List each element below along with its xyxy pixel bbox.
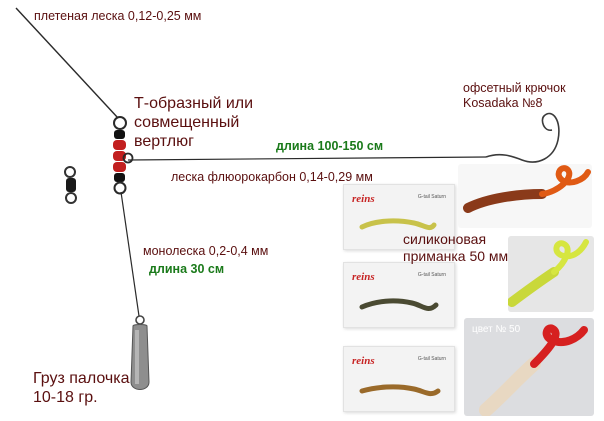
brand-label: reins (352, 355, 375, 367)
drop-line (120, 191, 140, 317)
color-number-label: цвет № 50 (472, 324, 521, 335)
hook (485, 112, 560, 163)
orange-grub-lure (463, 165, 591, 213)
lure-photo-chartreuse (508, 236, 594, 312)
lure-label-line-1: силиконовая (403, 231, 487, 247)
drop-length-label: длина 30 см (149, 262, 225, 276)
product-name: G-tail Saturn (417, 356, 446, 362)
main-line-label: плетеная леска 0,12-0,25 мм (34, 9, 202, 23)
product-name: G-tail Saturn (417, 272, 446, 278)
swivel-label-line-3: вертлюг (134, 133, 194, 150)
mono-line-label: монолеска 0,2-0,4 мм (143, 244, 269, 258)
sinker-label-line-1: Груз палочка (33, 370, 130, 387)
product-name: G-tail Saturn (417, 194, 446, 200)
hook-label-line-2: Kosadaka №8 (463, 96, 543, 110)
main-line (15, 7, 119, 119)
red-grub-lure (479, 324, 588, 416)
leader-line-label: леска флюорокарбон 0,14-0,29 мм (171, 170, 373, 184)
worm-lure-dark (359, 298, 439, 311)
lure-photo-orange (458, 164, 592, 228)
chartreuse-grub-lure (508, 239, 589, 307)
swivel-label-line-2: совмещенный (134, 114, 240, 131)
swivel-label-line-1: Т-образный или (134, 95, 254, 112)
sinker-label-line-2: 10-18 гр. (33, 389, 98, 406)
leader-line (127, 156, 487, 161)
brand-label: reins (352, 193, 375, 205)
worm-lure-yellow (359, 218, 437, 231)
brand-label: reins (352, 271, 375, 283)
swivel-assembly (113, 116, 134, 195)
lure-label-line-2: приманка 50 мм (403, 248, 509, 264)
worm-lure-brown (359, 384, 441, 397)
lure-photo-red: цвет № 50 (464, 318, 594, 416)
product-card-2: reins G-tail Saturn (343, 262, 455, 328)
leader-length-label: длина 100-150 см (276, 139, 384, 153)
product-card-1: reins G-tail Saturn (343, 184, 455, 250)
stick-sinker (130, 315, 150, 390)
product-card-3: reins G-tail Saturn (343, 346, 455, 412)
hook-label-line-1: офсетный крючок (463, 81, 566, 95)
spare-swivel (64, 166, 77, 204)
